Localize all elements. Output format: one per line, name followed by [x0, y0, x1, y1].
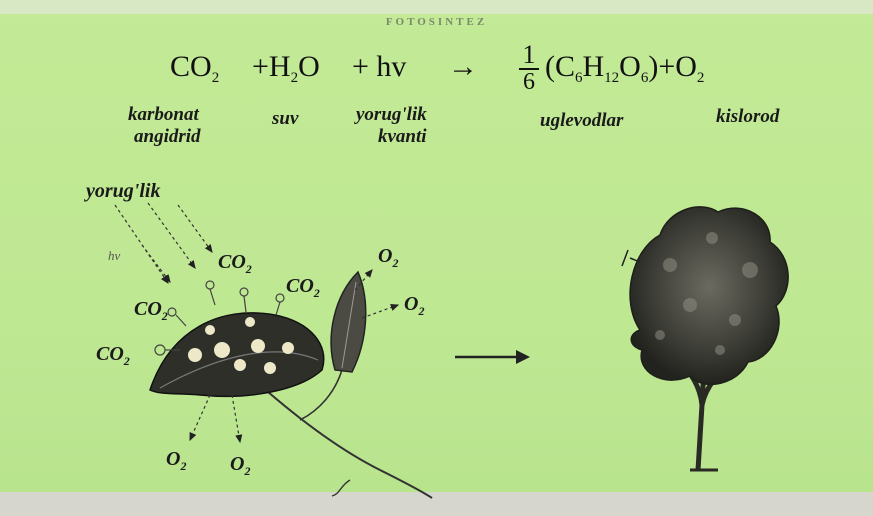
co2-label-3: CO2	[134, 298, 168, 323]
transition-arrow-icon	[455, 350, 530, 364]
light-label: yorug'lik	[84, 180, 160, 202]
co2-label-4: CO2	[96, 343, 130, 368]
o2-label-4: O2	[230, 453, 250, 478]
o2-label-3: O2	[166, 448, 186, 473]
hv-label: hv	[108, 248, 121, 263]
tree-icon	[622, 207, 788, 470]
co2-label-2: CO2	[286, 275, 320, 300]
small-leaf	[331, 272, 366, 372]
co2-label-1: CO2	[218, 251, 252, 276]
plant-stem	[260, 385, 432, 498]
light-rays	[115, 203, 212, 283]
o2-label-2: O2	[404, 293, 424, 318]
o2-label-1: O2	[378, 245, 398, 270]
main-leaf	[150, 313, 324, 396]
